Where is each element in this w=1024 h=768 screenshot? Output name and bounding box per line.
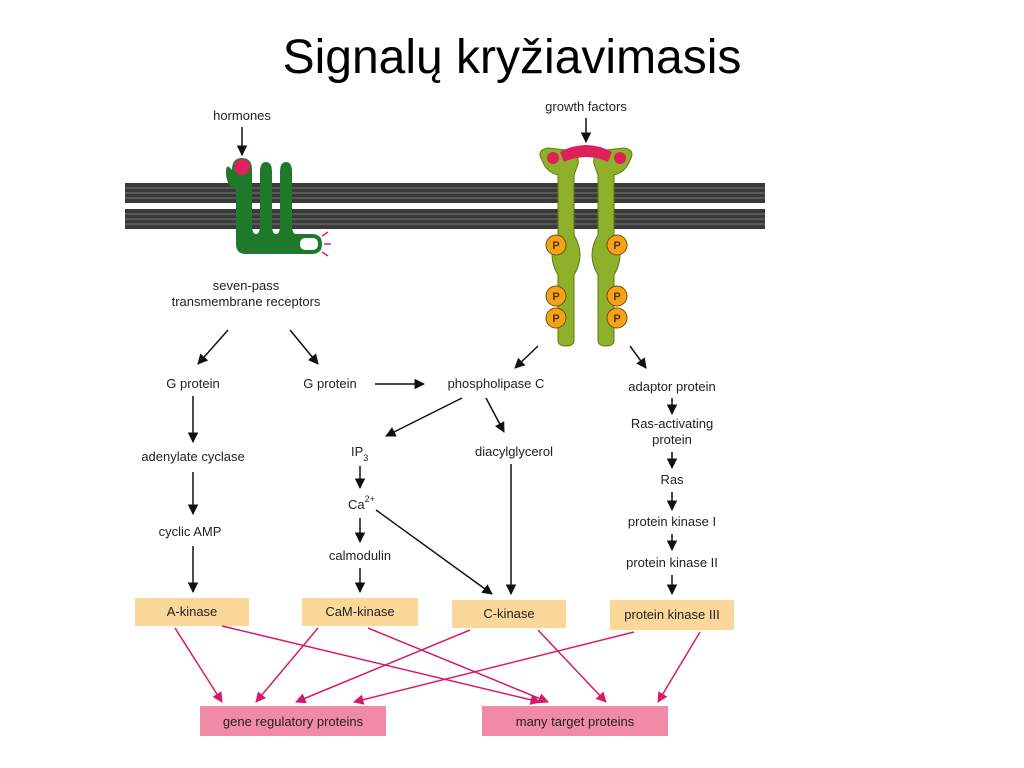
protein-kinase-iii-box: [610, 600, 734, 630]
phosphate-icon: P: [606, 285, 628, 307]
label-ip3: IP3: [351, 444, 368, 463]
many-target-proteins-label: many target proteins: [516, 714, 635, 729]
cam-kinase-label: CaM-kinase: [325, 604, 394, 619]
seven-pass-receptor-icon: [226, 158, 331, 257]
svg-text:P: P: [613, 291, 620, 303]
svg-text:P: P: [552, 313, 559, 325]
label-ras-activating: Ras-activating: [631, 416, 713, 431]
label-g-protein-right: G protein: [303, 376, 356, 391]
svg-text:P: P: [613, 240, 620, 252]
label-transmembrane-receptors: transmembrane receptors: [172, 294, 321, 309]
label-hormones: hormones: [213, 108, 271, 123]
arrow: [514, 345, 539, 369]
c-kinase-label: C-kinase: [483, 606, 534, 621]
phosphate-icon: P: [545, 285, 567, 307]
label-phospholipase-c: phospholipase C: [448, 376, 545, 391]
arrow: [197, 329, 229, 365]
phosphate-icon: P: [606, 307, 628, 329]
label-g-protein-left: G protein: [166, 376, 219, 391]
svg-text:P: P: [552, 291, 559, 303]
cam-kinase-box: [302, 598, 418, 626]
a-kinase-label: A-kinase: [167, 604, 218, 619]
label-cyclic-amp: cyclic AMP: [159, 524, 222, 539]
label-diacylglycerol: diacylglycerol: [475, 444, 553, 459]
many-target-proteins-box: [482, 706, 668, 736]
phosphate-icon: P: [545, 307, 567, 329]
label-protein-kinase-ii: protein kinase II: [626, 555, 718, 570]
c-kinase-box: [452, 600, 566, 628]
phosphate-icon: P: [606, 234, 628, 256]
arrow: [385, 397, 463, 437]
arrow: [375, 509, 493, 595]
svg-text:P: P: [552, 240, 559, 252]
label-growth-factors: growth factors: [545, 99, 627, 114]
a-kinase-box: [135, 598, 249, 626]
label-adaptor-protein: adaptor protein: [628, 379, 715, 394]
svg-text:P: P: [613, 313, 620, 325]
arrow: [485, 397, 505, 433]
cell-membrane: [125, 183, 765, 229]
label-protein-kinase-i: protein kinase I: [628, 514, 716, 529]
label-seven-pass: seven-pass: [213, 278, 280, 293]
slide-title: Signalų kryžiavimasis: [282, 31, 742, 84]
gene-regulatory-proteins-box: [200, 706, 386, 736]
label-ca2: Ca2+: [348, 494, 375, 512]
gene-regulatory-proteins-label: gene regulatory proteins: [223, 714, 364, 729]
label-ras: Ras: [660, 472, 684, 487]
label-adenylate-cyclase: adenylate cyclase: [141, 449, 244, 464]
arrow: [629, 345, 647, 369]
phosphate-icon: P: [545, 234, 567, 256]
protein-kinase-iii-label: protein kinase III: [624, 607, 719, 622]
label-calmodulin: calmodulin: [329, 548, 391, 563]
label-ras-activating-protein: protein: [652, 432, 692, 447]
arrow: [289, 329, 319, 365]
output-arrows: [174, 625, 701, 705]
